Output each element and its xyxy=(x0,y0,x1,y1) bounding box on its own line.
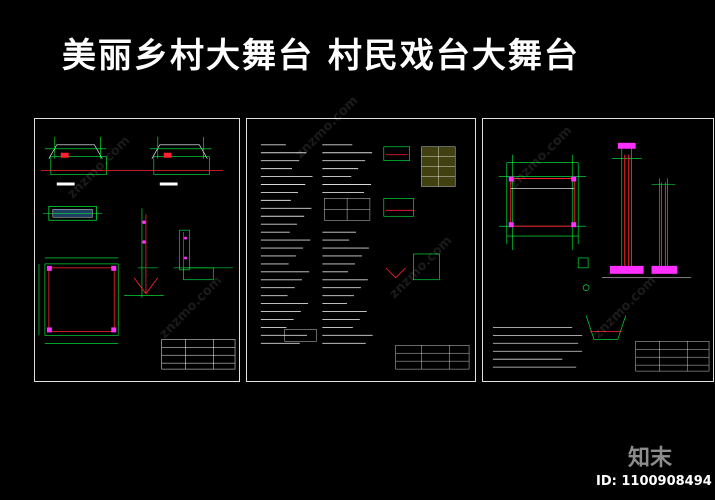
cad-drawing-notes xyxy=(260,144,470,370)
drawing-sheet-elevation xyxy=(34,118,240,382)
brand-logo: 知末 xyxy=(628,446,673,471)
cad-drawing-elevation xyxy=(38,136,236,370)
drawing-sheet-notes xyxy=(246,118,476,382)
cad-drawing-structure xyxy=(492,142,710,372)
page-title: 美丽乡村大舞台 村民戏台大舞台 xyxy=(62,36,580,76)
image-id-label: ID: 1100908494 xyxy=(596,474,712,489)
drawing-sheet-structure xyxy=(482,118,714,382)
